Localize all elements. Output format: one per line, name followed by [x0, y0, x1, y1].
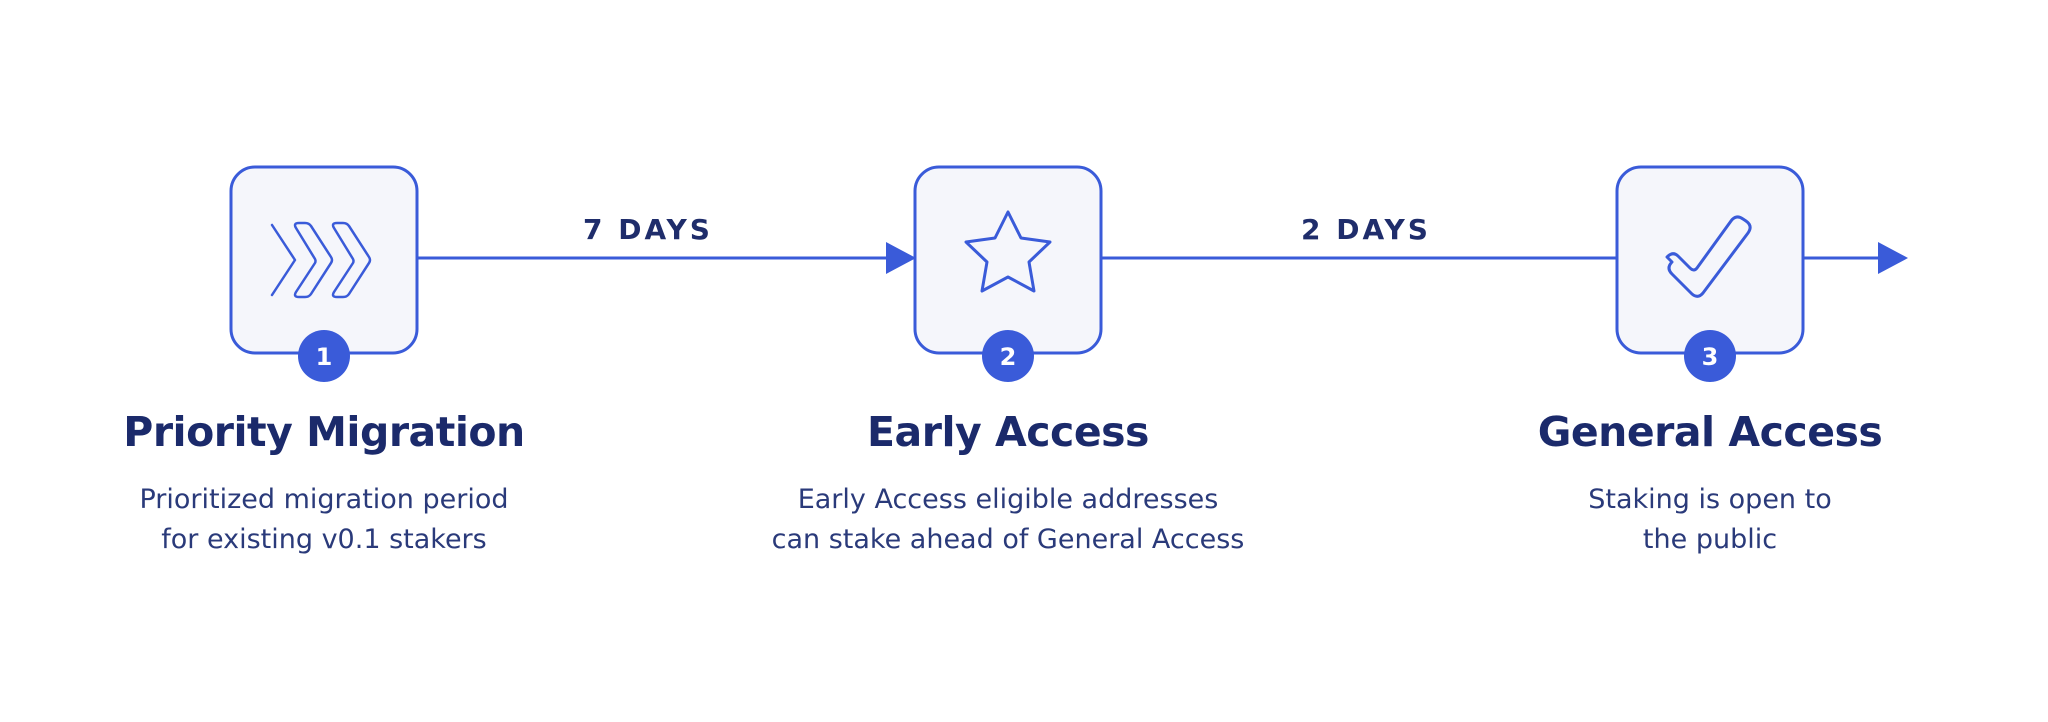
step-description-2: Early Access eligible addresses can stak… — [728, 480, 1288, 560]
chevrons-right-icon — [270, 221, 372, 299]
step-title-3: General Access — [1537, 408, 1883, 456]
step-description-line: Early Access eligible addresses — [797, 484, 1219, 515]
step-title-1: Priority Migration — [123, 408, 525, 456]
step-description-line: Staking is open to — [1588, 484, 1832, 515]
step-description-3: Staking is open to the public — [1430, 480, 1990, 560]
step-box-2: 2 — [913, 165, 1103, 382]
step-description-1: Prioritized migration period for existin… — [44, 480, 604, 560]
star-icon — [964, 210, 1052, 293]
step-number-1: 1 — [316, 343, 333, 371]
step-description-line: can stake ahead of General Access — [771, 524, 1245, 555]
step-number-3: 3 — [1702, 343, 1719, 371]
step-badge-2 — [982, 330, 1034, 382]
duration-label-1: 7 DAYS — [583, 213, 713, 246]
step-description-line: Prioritized migration period — [139, 484, 509, 515]
duration-label-2: 2 DAYS — [1301, 213, 1431, 246]
step-title-2: Early Access — [867, 408, 1149, 456]
step-description-line: the public — [1642, 524, 1778, 555]
step-box-1: 1 — [229, 165, 419, 382]
arrowhead-1 — [886, 242, 916, 274]
step-badge-1 — [298, 330, 350, 382]
step-number-2: 2 — [1000, 343, 1017, 371]
checkmark-icon — [1665, 215, 1752, 298]
step-description-line: for existing v0.1 stakers — [161, 524, 487, 555]
arrowhead-end — [1878, 242, 1908, 274]
step-badge-3 — [1684, 330, 1736, 382]
step-box-3: 3 — [1615, 165, 1805, 382]
